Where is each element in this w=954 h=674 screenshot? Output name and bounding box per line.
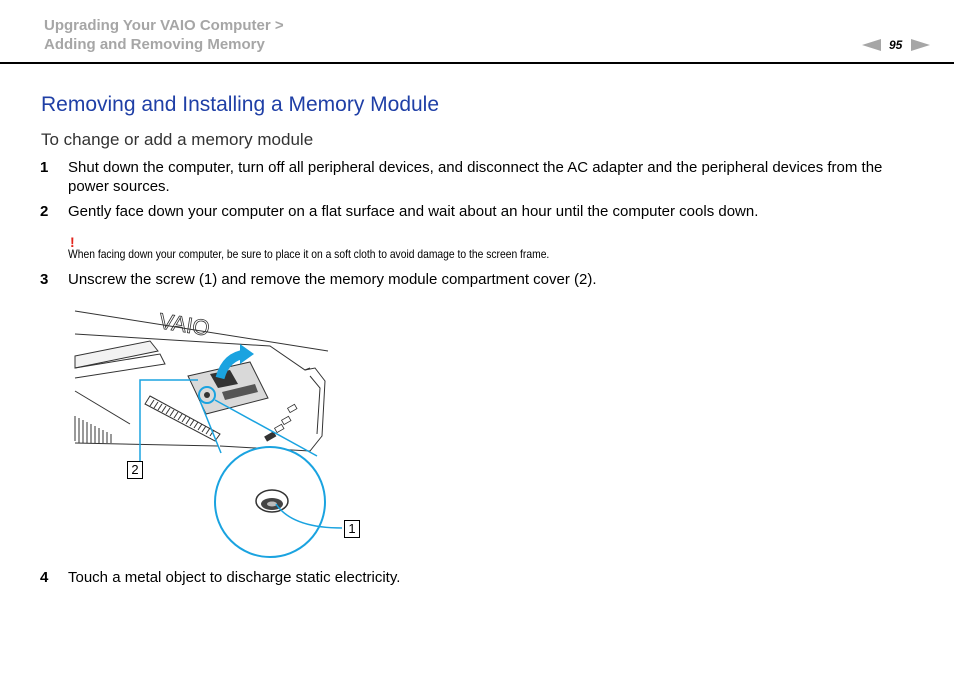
step-text: Shut down the computer, turn off all per… [68,159,883,195]
section-title: Removing and Installing a Memory Module [41,93,440,116]
step-text: Unscrew the screw (1) and remove the mem… [68,271,597,288]
computer-bottom-drawing: VAIO [74,308,343,558]
step-2: 2 Gently face down your computer on a fl… [40,202,920,221]
breadcrumb-line-1[interactable]: Upgrading Your VAIO Computer > [44,17,284,34]
triangle-right-icon[interactable] [911,39,931,51]
header-divider [0,62,954,64]
section-subtitle: To change or add a memory module [41,130,314,149]
step-text: Touch a metal object to discharge static… [68,569,401,586]
step-1: 1 Shut down the computer, turn off all p… [40,158,920,196]
caution-note: When facing down your computer, be sure … [68,247,550,261]
triangle-left-icon[interactable] [862,39,881,51]
callout-2-label: 2 [127,461,143,479]
breadcrumb: Upgrading Your VAIO Computer > Adding an… [44,16,284,54]
breadcrumb-line-2[interactable]: Adding and Removing Memory [44,36,265,53]
caution-icon: ! [70,234,75,250]
page-navigation: 95 [862,37,931,53]
step-text: Gently face down your computer on a flat… [68,203,759,220]
page-number: 95 [889,38,903,52]
step-4: 4 Touch a metal object to discharge stat… [40,568,920,587]
memory-cover-illustration: VAIO [70,306,370,561]
step-number: 4 [40,569,49,586]
step-3: 3 Unscrew the screw (1) and remove the m… [40,270,920,289]
step-number: 2 [40,203,49,220]
step-number: 3 [40,271,49,288]
step-number: 1 [40,159,49,176]
svg-text:VAIO: VAIO [157,308,211,341]
callout-1-label: 1 [344,520,360,538]
